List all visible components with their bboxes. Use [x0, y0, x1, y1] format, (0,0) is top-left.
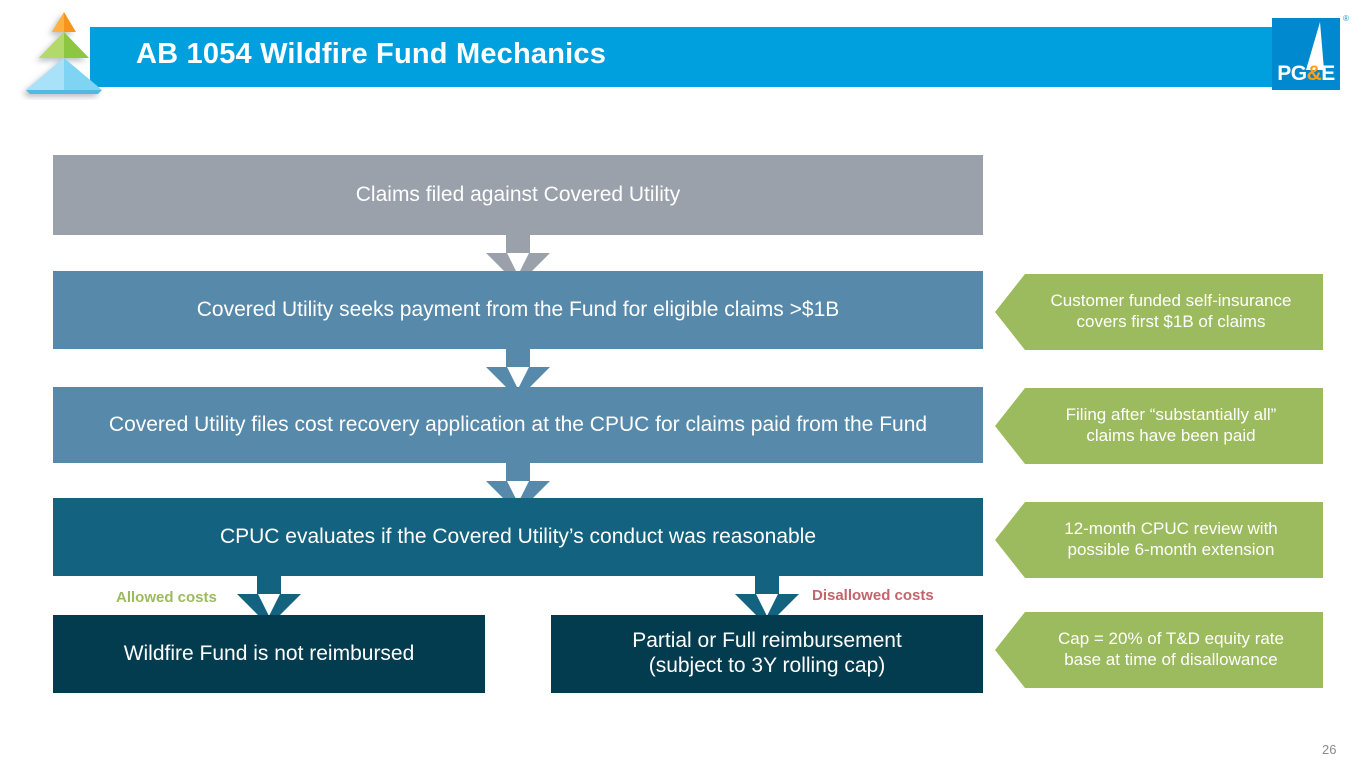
pyramid-icon	[18, 6, 110, 100]
flow-step-application-label: Covered Utility files cost recovery appl…	[108, 412, 928, 436]
callout-1-line1: Customer funded self-insurance	[1050, 291, 1292, 311]
callout-self-insurance: Customer funded self-insurance covers fi…	[995, 274, 1323, 350]
pge-logo-e: E	[1321, 62, 1335, 85]
flow-step-evaluate-label: CPUC evaluates if the Covered Utility’s …	[219, 524, 817, 548]
callout-2-line2: claims have been paid	[1086, 426, 1256, 445]
page-number: 26	[1322, 742, 1337, 757]
flow-outcome-reimbursed[interactable]: Partial or Full reimbursement (subject t…	[551, 615, 983, 693]
callout-3-line2: possible 6-month extension	[1067, 540, 1275, 559]
callout-2-line1: Filing after “substantially all”	[1065, 405, 1277, 425]
arrow-shaft	[506, 349, 530, 367]
flow-step-payment[interactable]: Covered Utility seeks payment from the F…	[53, 271, 983, 349]
pge-logo-amp: &	[1306, 62, 1322, 85]
registered-trademark-icon: ®	[1343, 14, 1349, 23]
arrow-shaft	[257, 576, 281, 594]
flow-outcome-not-reimbursed-label: Wildfire Fund is not reimbursed	[123, 641, 415, 665]
branch-label-allowed: Allowed costs	[116, 589, 217, 606]
callout-3-line1: 12-month CPUC review with	[1064, 519, 1278, 539]
arrow-shaft	[506, 235, 530, 253]
callout-4-line2: base at time of disallowance	[1064, 650, 1278, 669]
callout-1-line2: covers first $1B of claims	[1076, 312, 1266, 331]
arrow-notch	[507, 253, 529, 275]
callout-4-line1: Cap = 20% of T&D equity rate	[1057, 629, 1284, 649]
arrow-notch	[756, 594, 778, 616]
flow-outcome-reimbursed-line1: Partial or Full reimbursement	[632, 629, 902, 653]
flow-outcome-not-reimbursed[interactable]: Wildfire Fund is not reimbursed	[53, 615, 485, 693]
header-banner	[90, 27, 1330, 87]
pge-logo-text: PG&E	[1272, 63, 1340, 84]
arrow-notch	[507, 481, 529, 503]
callout-filing-timing: Filing after “substantially all” claims …	[995, 388, 1323, 464]
arrow-notch	[507, 367, 529, 389]
flow-step-application[interactable]: Covered Utility files cost recovery appl…	[53, 387, 983, 463]
page-title: AB 1054 Wildfire Fund Mechanics	[136, 38, 607, 70]
arrow-notch	[258, 594, 280, 616]
flow-step-claims-label: Claims filed against Covered Utility	[355, 182, 681, 206]
callout-review-period: 12-month CPUC review with possible 6-mon…	[995, 502, 1323, 578]
branch-label-disallowed: Disallowed costs	[812, 587, 934, 604]
arrow-shaft	[755, 576, 779, 594]
flow-step-evaluate[interactable]: CPUC evaluates if the Covered Utility’s …	[53, 498, 983, 576]
arrow-shaft	[506, 463, 530, 481]
flow-step-payment-label: Covered Utility seeks payment from the F…	[196, 297, 840, 321]
pge-logo: PG&E	[1272, 18, 1340, 90]
flow-step-claims[interactable]: Claims filed against Covered Utility	[53, 155, 983, 235]
flow-outcome-reimbursed-line2: (subject to 3Y rolling cap)	[648, 654, 886, 677]
callout-cap: Cap = 20% of T&D equity rate base at tim…	[995, 612, 1323, 688]
pge-logo-pg: PG	[1277, 62, 1307, 85]
